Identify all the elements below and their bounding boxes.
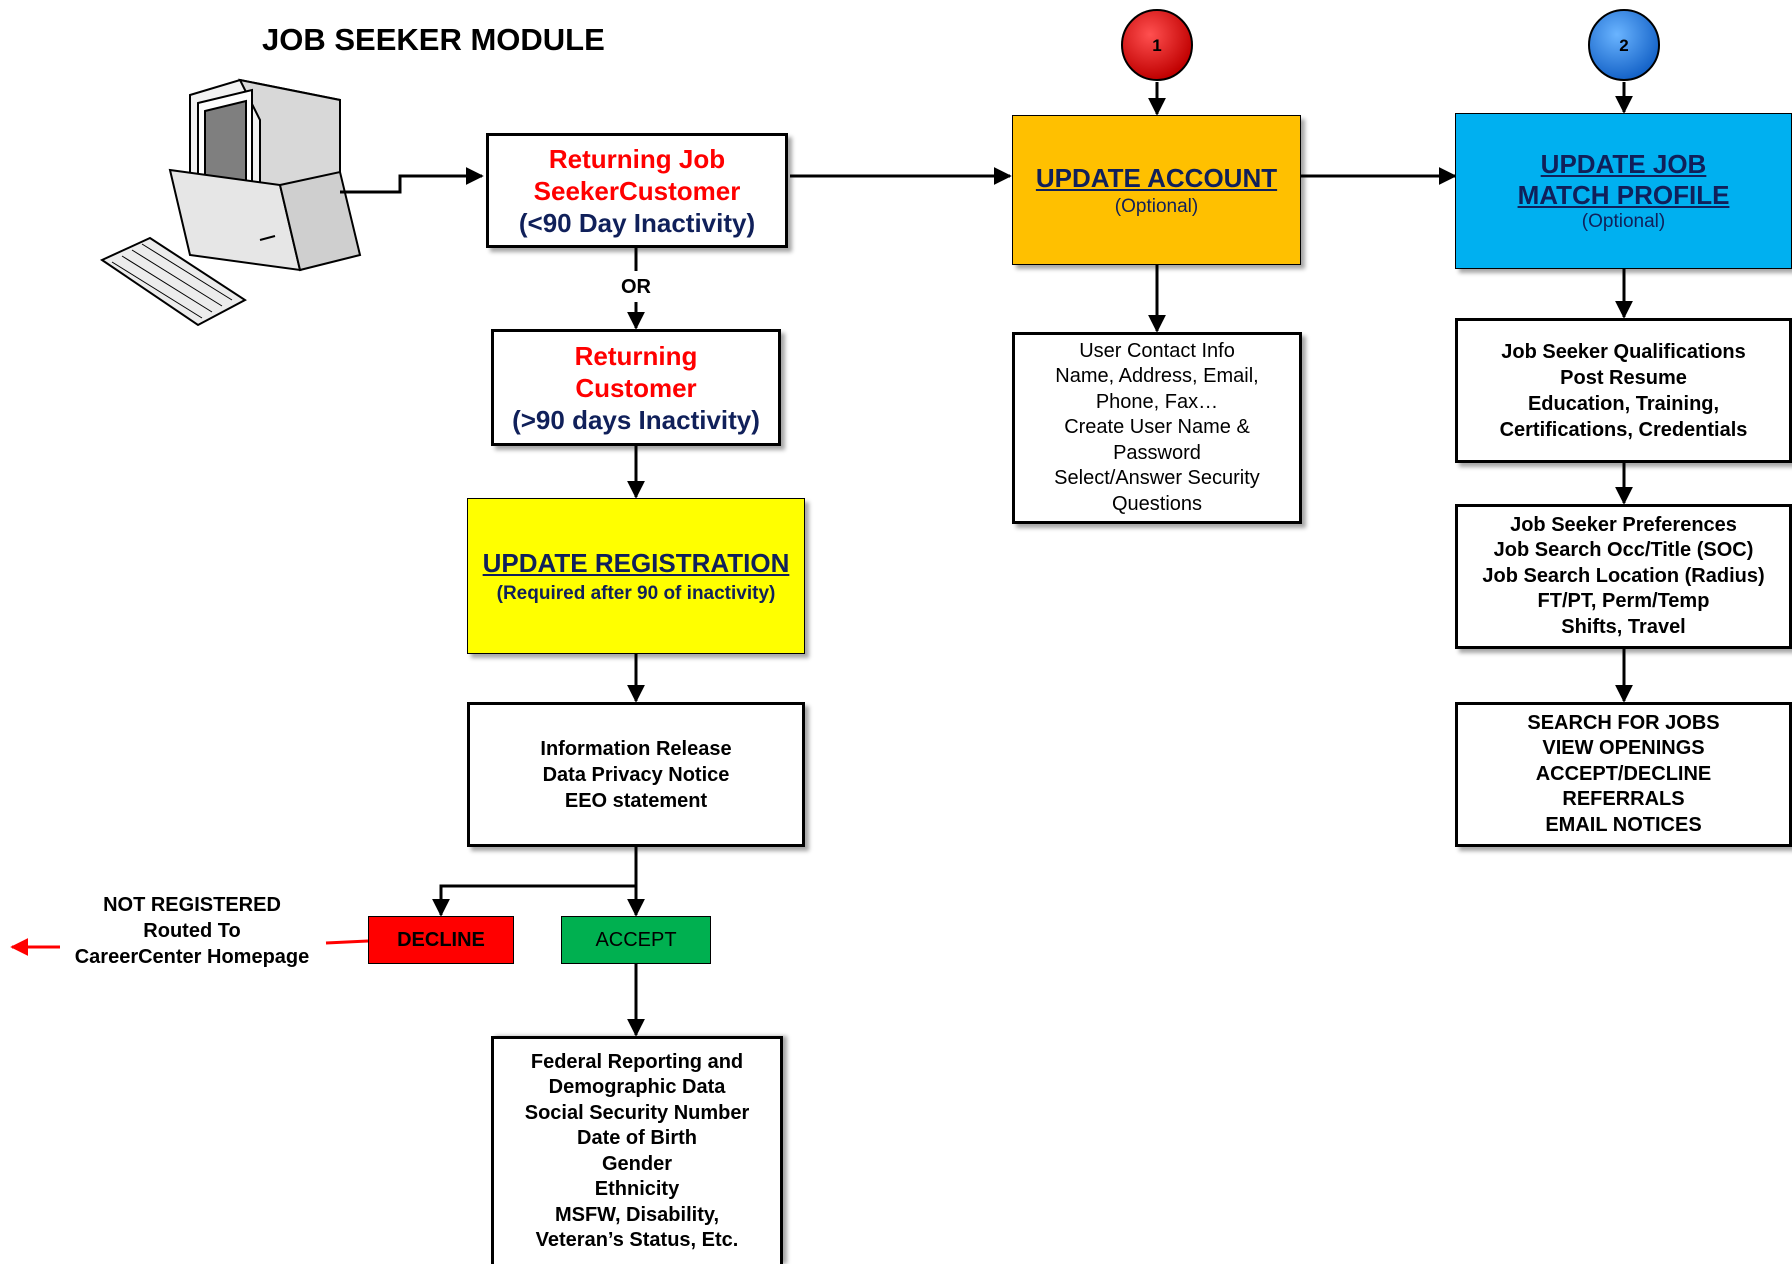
qualifications-line-3: Education, Training,	[1527, 392, 1720, 415]
federal-line-2: Demographic Data	[548, 1076, 726, 1098]
preferences-box: Job Seeker Preferences Job Search Occ/Ti…	[1455, 504, 1792, 649]
page-title: JOB SEEKER MODULE	[262, 22, 605, 57]
returning-customer-box: Returning Customer (>90 days Inactivity)	[491, 329, 781, 446]
update-match-sub: (Optional)	[1581, 211, 1666, 232]
desktop-computer-icon	[99, 78, 362, 327]
not-registered-line-1: NOT REGISTERED	[103, 894, 281, 916]
federal-line-5: Gender	[601, 1152, 673, 1175]
contact-info-line-2: Name, Address, Email,	[1055, 365, 1259, 388]
or-label: OR	[621, 276, 651, 298]
federal-line-1: Federal Reporting and	[530, 1050, 744, 1073]
preferences-line-4: FT/PT, Perm/Temp	[1537, 590, 1710, 613]
returning-gt90-line1: Returning	[574, 340, 698, 371]
preferences-line-1: Job Seeker Preferences	[1510, 513, 1737, 536]
returning-gt90-line2: Customer	[575, 372, 697, 403]
search-jobs-line-5: EMAIL NOTICES	[1545, 813, 1702, 836]
contact-info-line-4: Create User Name &	[1064, 416, 1250, 439]
search-jobs-line-1: SEARCH FOR JOBS	[1527, 711, 1720, 734]
returning-lt90-line1: Returning Job	[548, 143, 726, 174]
update-account-box: UPDATE ACCOUNT (Optional)	[1012, 115, 1301, 265]
not-registered-line-3: CareerCenter Homepage	[74, 946, 310, 968]
qualifications-line-1: Job Seeker Qualifications	[1501, 340, 1746, 363]
federal-line-6: Ethnicity	[594, 1178, 680, 1200]
update-account-heading: UPDATE ACCOUNT	[1035, 162, 1278, 193]
update-match-profile-box: UPDATE JOB MATCH PROFILE (Optional)	[1455, 113, 1792, 269]
qualifications-box: Job Seeker Qualifications Post Resume Ed…	[1455, 318, 1792, 463]
search-jobs-line-3: ACCEPT/DECLINE	[1535, 762, 1712, 785]
preferences-line-5: Shifts, Travel	[1561, 615, 1686, 638]
contact-info-line-6: Select/Answer Security	[1054, 467, 1260, 490]
returning-lt90-line2: SeekerCustomer	[533, 175, 741, 206]
contact-info-line-5: Password	[1113, 441, 1201, 464]
search-jobs-line-4: REFERRALS	[1562, 788, 1685, 811]
returning-gt90-line3: (>90 days Inactivity)	[512, 404, 760, 435]
federal-reporting-box: Federal Reporting and Demographic Data S…	[491, 1036, 783, 1264]
search-jobs-line-2: VIEW OPENINGS	[1542, 737, 1705, 760]
search-jobs-box: SEARCH FOR JOBS VIEW OPENINGS ACCEPT/DEC…	[1455, 702, 1792, 847]
contact-info-line-3: Phone, Fax…	[1095, 390, 1219, 413]
returning-lt90-line3: (<90 Day Inactivity)	[518, 207, 756, 238]
info-release-line-1: Information Release	[540, 737, 732, 760]
accept-button[interactable]: ACCEPT	[561, 916, 711, 964]
decline-button[interactable]: DECLINE	[368, 916, 514, 964]
update-account-sub: (Optional)	[1114, 195, 1199, 217]
federal-line-3: Social Security Number	[524, 1101, 750, 1124]
update-registration-sub: (Required after 90 of inactivity)	[496, 582, 776, 604]
info-release-line-2: Data Privacy Notice	[542, 763, 730, 786]
update-match-heading-1: UPDATE JOB	[1540, 149, 1707, 179]
not-registered-note: NOT REGISTERED Routed To CareerCenter Ho…	[52, 892, 332, 970]
qualifications-line-4: Certifications, Credentials	[1499, 418, 1748, 441]
info-release-box: Information Release Data Privacy Notice …	[467, 702, 805, 847]
preferences-line-2: Job Search Occ/Title (SOC)	[1493, 539, 1754, 562]
returning-job-seeker-box: Returning Job SeekerCustomer (<90 Day In…	[486, 133, 788, 248]
info-release-line-3: EEO statement	[564, 789, 708, 812]
federal-line-8: Veteran’s Status, Etc.	[535, 1229, 739, 1251]
step-marker-1	[1121, 9, 1193, 81]
step-marker-1-label: 1	[1152, 36, 1162, 55]
federal-line-7: MSFW, Disability,	[554, 1203, 720, 1226]
update-registration-heading: UPDATE REGISTRATION	[482, 547, 790, 578]
not-registered-line-2: Routed To	[143, 920, 241, 942]
federal-line-4: Date of Birth	[577, 1127, 697, 1149]
contact-info-line-1: User Contact Info	[1079, 339, 1235, 362]
contact-info-box: User Contact Info Name, Address, Email, …	[1012, 332, 1302, 524]
step-marker-2-label: 2	[1619, 36, 1629, 55]
contact-info-line-7: Questions	[1111, 492, 1203, 515]
qualifications-line-2: Post Resume	[1560, 366, 1687, 389]
preferences-line-3: Job Search Location (Radius)	[1482, 564, 1765, 587]
update-registration-box: UPDATE REGISTRATION (Required after 90 o…	[467, 498, 805, 654]
update-match-heading-2: MATCH PROFILE	[1517, 180, 1730, 210]
step-marker-2	[1588, 9, 1660, 81]
